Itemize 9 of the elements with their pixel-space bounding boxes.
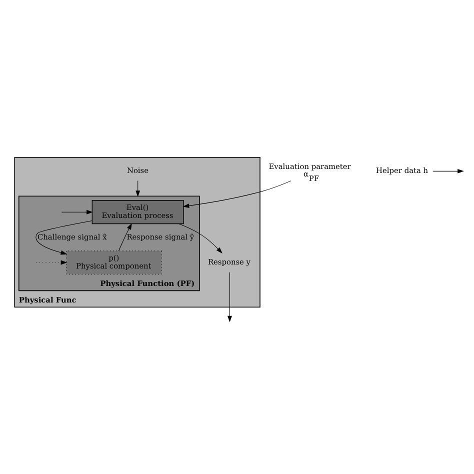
arrow [61,209,93,214]
arrow [118,222,132,250]
arrow [228,271,232,322]
arrow [432,168,464,173]
arrow [178,223,222,253]
arrow [36,220,92,254]
arrow [136,180,140,196]
arrow [182,180,292,208]
arrow [36,260,68,264]
